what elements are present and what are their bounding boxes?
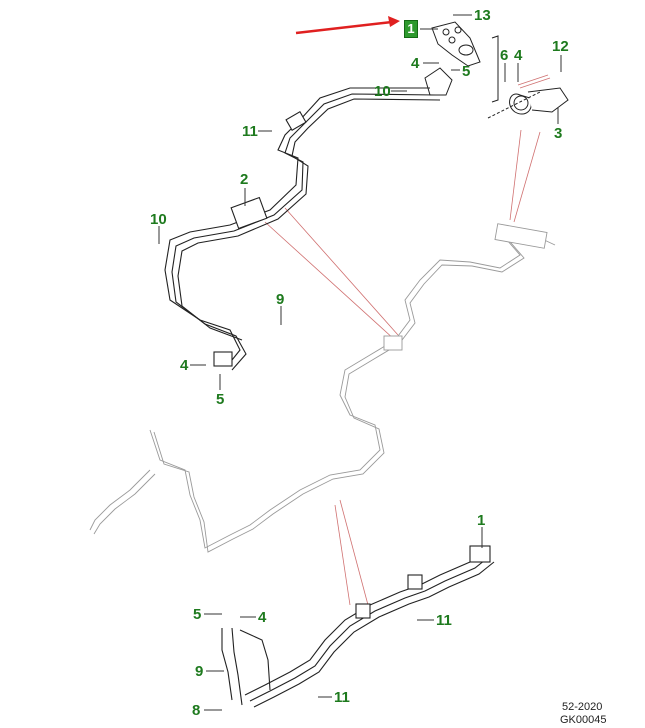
- section-number: 52-2020: [562, 701, 603, 713]
- callout-5[interactable]: 5: [462, 63, 471, 80]
- callout-11[interactable]: 11: [334, 689, 350, 706]
- lower-refrigerant-lines: [221, 545, 495, 708]
- callout-6[interactable]: 6: [500, 47, 509, 64]
- callout-5[interactable]: 5: [216, 391, 225, 408]
- callout-12[interactable]: 12: [552, 38, 569, 55]
- highlighted-callout-1[interactable]: 1: [404, 20, 418, 38]
- callout-4[interactable]: 4: [514, 47, 523, 64]
- callout-10[interactable]: 10: [150, 211, 167, 228]
- callout-11[interactable]: 11: [436, 612, 452, 629]
- callout-5[interactable]: 5: [193, 606, 202, 623]
- callout-4[interactable]: 4: [180, 357, 189, 374]
- callout-leaders: [158, 14, 562, 711]
- ghost-vehicle-lines: [89, 223, 556, 553]
- upper-refrigerant-lines: [164, 87, 441, 371]
- callout-3[interactable]: 3: [554, 125, 563, 142]
- figure-code: GK00045: [560, 714, 607, 726]
- callout-9[interactable]: 9: [195, 663, 204, 680]
- callout-4[interactable]: 4: [258, 609, 267, 626]
- callout-11[interactable]: 11: [242, 123, 258, 140]
- callout-1[interactable]: 1: [477, 512, 486, 529]
- callout-8[interactable]: 8: [192, 702, 201, 719]
- highlighted-callout-label: 1: [407, 21, 415, 36]
- callout-4[interactable]: 4: [411, 55, 420, 72]
- top-detail-parts: [424, 21, 569, 119]
- callout-10[interactable]: 10: [374, 83, 391, 100]
- callout-13[interactable]: 13: [474, 7, 491, 24]
- detail-leader-lines: [264, 74, 551, 606]
- callout-2[interactable]: 2: [240, 171, 249, 188]
- callout-9[interactable]: 9: [276, 291, 285, 308]
- pointer-arrow: [295, 16, 400, 35]
